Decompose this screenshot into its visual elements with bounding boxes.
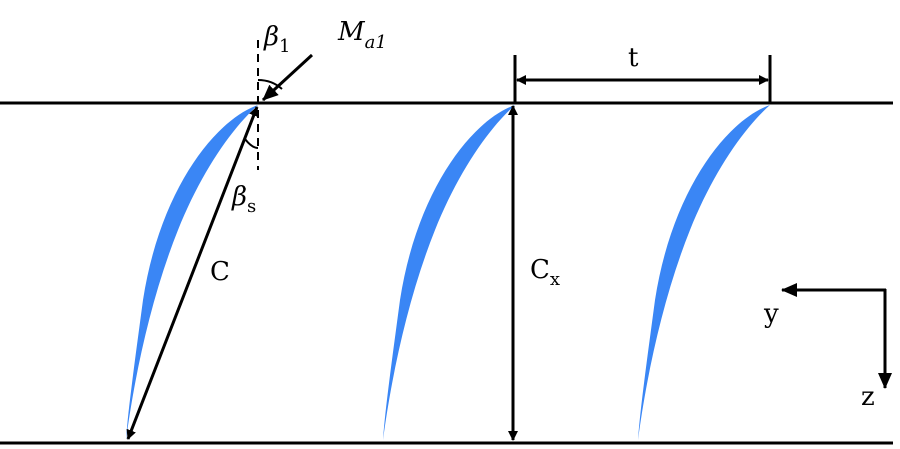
betas-label: βs (231, 182, 256, 217)
blade-3 (638, 105, 770, 440)
pitch-label: t (628, 43, 639, 73)
axial-chord-label: Cx (530, 255, 560, 290)
y-axis-label: y (763, 299, 779, 329)
beta1-angle-arc (257, 79, 283, 90)
blade-2 (383, 105, 515, 440)
betas-angle-arc (244, 138, 259, 149)
beta1-label: β1 (263, 22, 290, 57)
z-axis-label: z (861, 382, 875, 412)
chord-arrow (126, 106, 259, 440)
chord-label: C (210, 257, 230, 287)
inlet-flow-arrow (261, 53, 314, 102)
mach-label: Ma1 (337, 17, 387, 53)
